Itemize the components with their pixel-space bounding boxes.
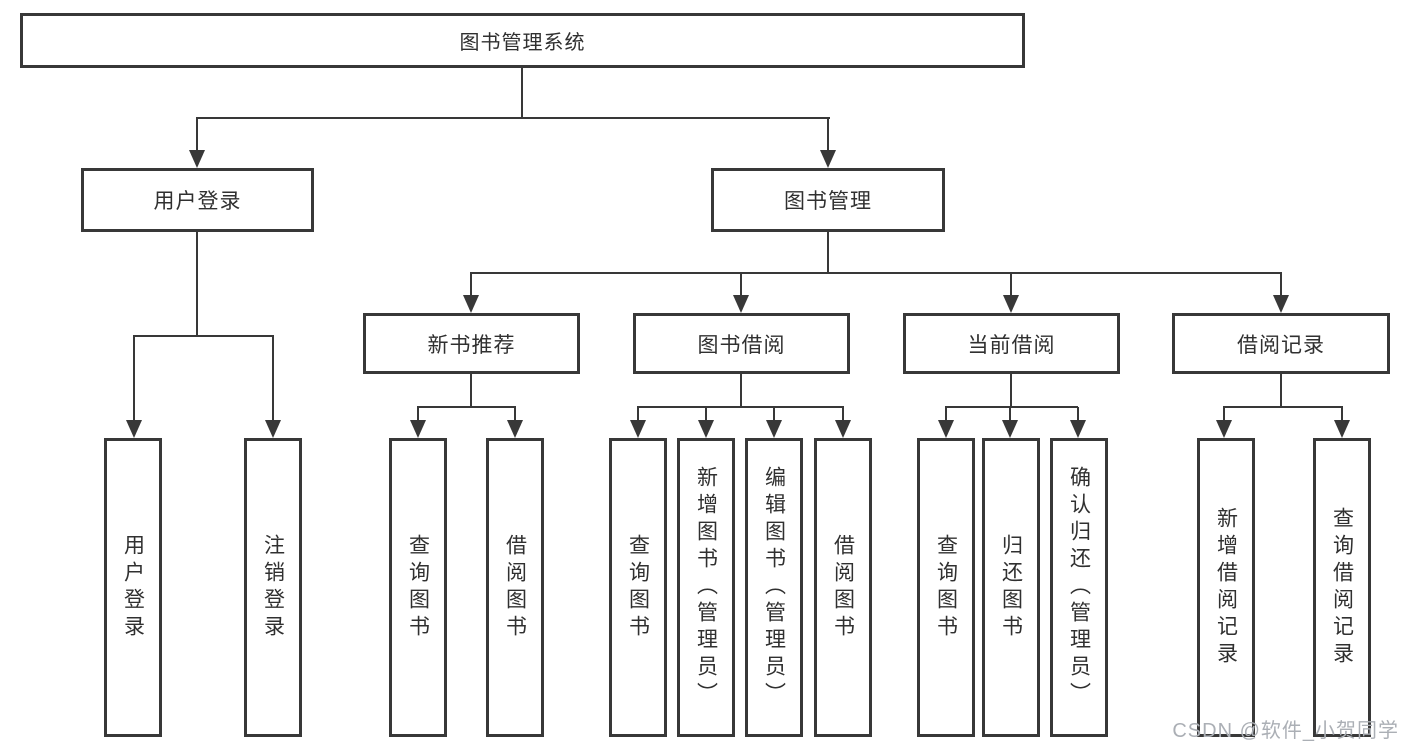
arrow-to-br-query [1341,407,1343,420]
node-library-management-system: 图书管理系统 [20,13,1025,68]
leaf-nb-borrow-books: 借阅图书 [486,438,544,737]
connector-book-mgmt-trunk [827,230,829,274]
connector-user-login-trunk [196,230,198,336]
arrow-to-leaf-logout [272,336,274,420]
arrow-to-bb-edit [773,407,775,420]
arrow-to-user-login [196,118,198,150]
arrow-to-br-add [1223,407,1225,420]
connector-nb-bus [417,406,516,408]
leaf-br-query-record: 查询借阅记录 [1313,438,1371,737]
arrow-to-bb-add [705,407,707,420]
connector-br-trunk [1280,372,1282,407]
connector-root-trunk [521,66,523,119]
leaf-bb-edit-books-admin: 编辑图书（管理员） [745,438,803,737]
connector-level3-bus [470,272,1282,274]
node-book-borrowing: 图书借阅 [633,313,850,374]
arrow-to-cb-return [1009,407,1011,420]
node-new-book-recommend: 新书推荐 [363,313,580,374]
arrow-to-nb-query [417,407,419,420]
arrow-to-bb-query [637,407,639,420]
leaf-user-login: 用户登录 [104,438,162,737]
connector-bb-bus [637,406,844,408]
node-book-management: 图书管理 [711,168,945,232]
arrow-to-bb-borrow [842,407,844,420]
arrow-to-cb-confirm [1077,407,1079,420]
node-user-login: 用户登录 [81,168,314,232]
connector-cb-bus [945,406,1078,408]
csdn-watermark: CSDN @软件_小贺同学 [1172,720,1399,742]
connector-cb-trunk [1010,372,1012,407]
node-borrowing-records: 借阅记录 [1172,313,1390,374]
connector-br-bus [1223,406,1343,408]
leaf-logout: 注销登录 [244,438,302,737]
leaf-bb-borrow-books: 借阅图书 [814,438,872,737]
arrow-to-current-borrowing [1010,273,1012,295]
leaf-bb-add-books-admin: 新增图书（管理员） [677,438,735,737]
leaf-cb-return-books: 归还图书 [982,438,1040,737]
arrow-to-cb-query [945,407,947,420]
connector-user-login-bus [133,335,274,337]
connector-level2-bus [196,117,830,119]
arrow-to-leaf-user-login [133,336,135,420]
leaf-cb-query-books: 查询图书 [917,438,975,737]
connector-bb-trunk [740,372,742,407]
arrow-to-new-book-recommend [470,273,472,295]
arrow-to-book-management [827,118,829,150]
leaf-nb-query-books: 查询图书 [389,438,447,737]
leaf-br-add-record: 新增借阅记录 [1197,438,1255,737]
arrow-to-borrowing-records [1280,273,1282,295]
leaf-bb-query-books: 查询图书 [609,438,667,737]
arrow-to-book-borrowing [740,273,742,295]
leaf-cb-confirm-return-admin: 确认归还（管理员） [1050,438,1108,737]
node-current-borrowing: 当前借阅 [903,313,1120,374]
arrow-to-nb-borrow [514,407,516,420]
connector-nb-trunk [470,372,472,407]
